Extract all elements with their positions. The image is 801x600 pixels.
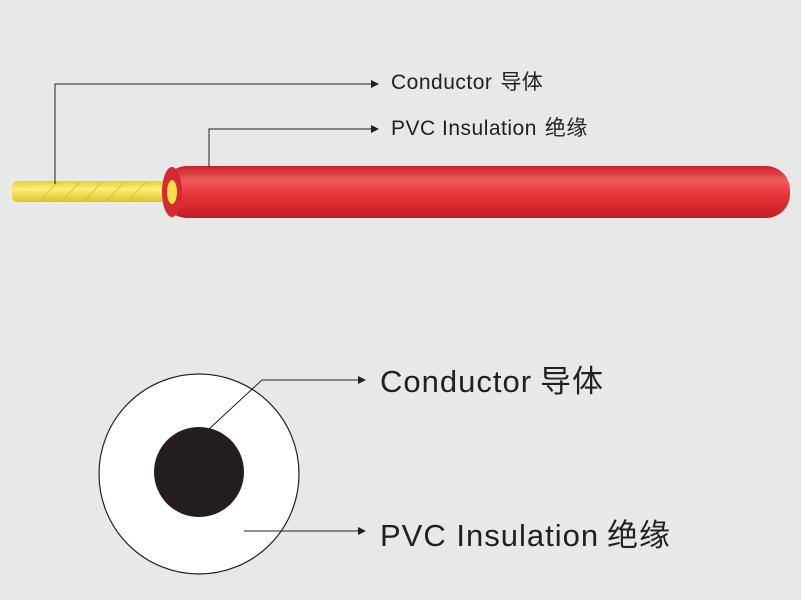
cross-conductor-leader: [207, 376, 366, 431]
cross-insulation-label-en: PVC Insulation: [380, 518, 600, 553]
side-insulation-label-en: PVC Insulation: [391, 117, 537, 140]
side-insulation-label: PVC Insulation 绝缘: [391, 118, 588, 139]
cross-conductor-core: [154, 427, 244, 517]
side-conductor-label: Conductor 导体: [391, 72, 543, 93]
cross-conductor-label-cn: 导体: [540, 364, 605, 399]
side-insulation-label-cn: 绝缘: [544, 117, 588, 140]
side-conductor-label-en: Conductor: [391, 71, 493, 94]
side-conductor-label-cn: 导体: [500, 71, 544, 94]
side-conductor: [12, 181, 172, 202]
cross-conductor-label-en: Conductor: [380, 364, 533, 399]
side-insulation: [162, 166, 790, 218]
side-conductor-leader: [54, 80, 379, 184]
side-insulation-leader: [208, 125, 379, 167]
cross-insulation-label-cn: 绝缘: [607, 518, 672, 553]
